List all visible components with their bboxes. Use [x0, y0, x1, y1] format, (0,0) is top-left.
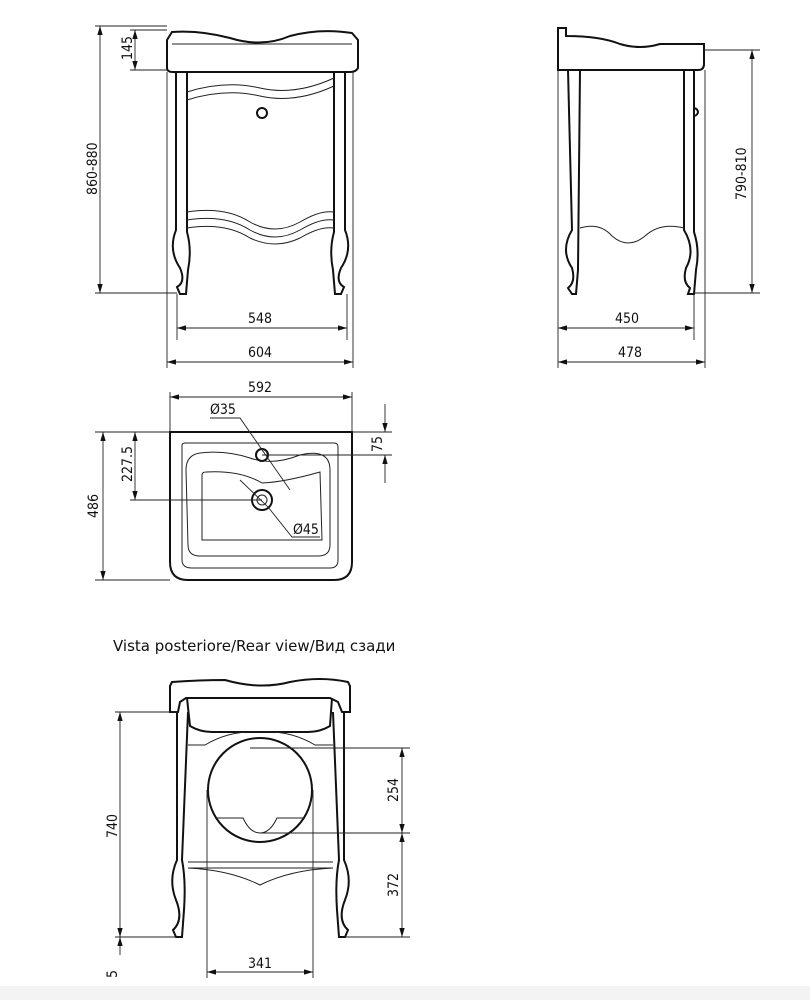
dim-opening-bottom: 372	[386, 873, 402, 897]
dim-drain-offset: 227.5	[120, 446, 136, 482]
bottom-margin	[0, 986, 810, 1000]
dim-opening-width: 341	[248, 956, 272, 972]
dim-side-height: 790-810	[734, 147, 750, 200]
dim-top-depth: 486	[86, 494, 102, 518]
dim-inner-depth: 450	[615, 311, 639, 327]
top-view: 592 486 227.5 75 Ø35 Ø45	[86, 380, 392, 581]
side-view: 790-810 450 478	[557, 27, 760, 368]
dim-tap-offset: 75	[370, 436, 386, 452]
dim-total-height: 860-880	[85, 142, 101, 195]
rear-view-title: Vista posteriore/Rear view/Вид сзади	[113, 637, 395, 655]
dim-rear-height: 740	[105, 814, 121, 838]
dim-outer-depth: 478	[618, 345, 642, 361]
dim-top-height: 145	[120, 36, 136, 60]
dim-top-width: 592	[248, 380, 272, 396]
dim-leg-offset: 5	[105, 970, 121, 978]
dim-outer-width: 604	[248, 345, 272, 361]
dim-inner-width: 548	[248, 311, 272, 327]
dim-tap-hole: Ø35	[210, 402, 236, 418]
front-view: 145 860-880 548 604	[85, 25, 359, 368]
rear-view: 740 5 254 372 341	[105, 678, 410, 978]
dim-opening-height: 254	[386, 778, 402, 802]
dim-drain-hole: Ø45	[293, 522, 319, 538]
